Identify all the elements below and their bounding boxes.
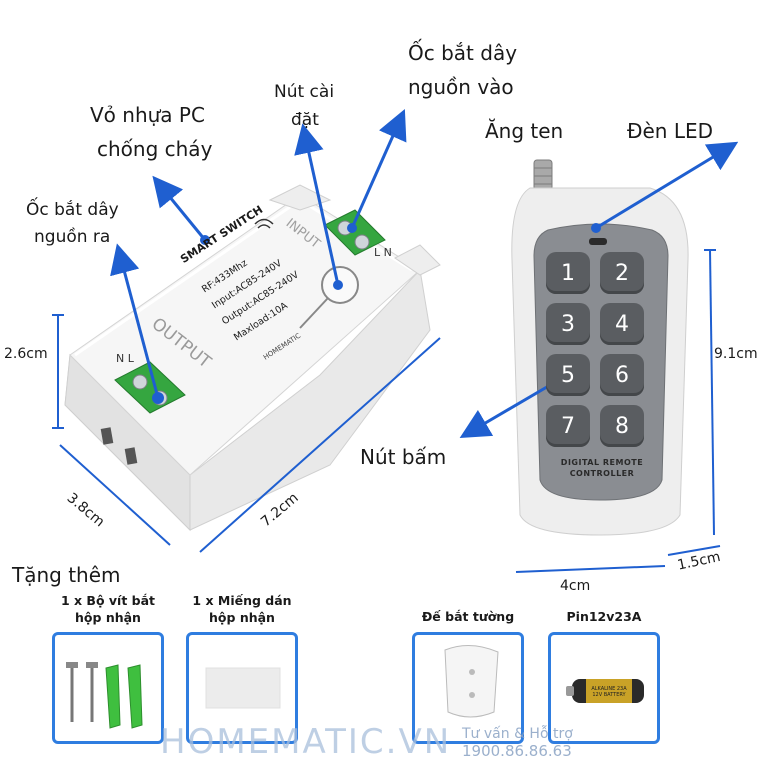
remote-button-3[interactable]: 3 — [546, 303, 590, 345]
callout-arrows — [110, 109, 739, 439]
label-out-terminal-2: nguồn ra — [34, 227, 111, 247]
remote-button-5[interactable]: 5 — [546, 354, 590, 396]
label-setup-button-2: đặt — [291, 110, 319, 130]
label-antenna: Ăng ten — [485, 119, 564, 143]
remote-button-1[interactable]: 1 — [546, 252, 590, 294]
gifts-title: Tặng thêm — [12, 563, 121, 587]
remote-caption-2: CONTROLLER — [569, 469, 635, 478]
dim-height: 2.6cm — [4, 346, 48, 362]
label-button: Nút bấm — [360, 445, 447, 469]
terminal-in-label: L N — [374, 246, 392, 259]
watermark-phone: 1900.86.86.63 — [462, 742, 572, 760]
battery-label: ALKALINE 23A 12V BATTERY — [591, 686, 627, 698]
gift-1-box — [52, 632, 164, 744]
dim-remote-width: 4cm — [560, 578, 591, 594]
gift-3-title: Đế bắt tường — [421, 609, 515, 624]
label-in-terminal-1: Ốc bắt dây — [408, 41, 518, 65]
remote-caption-1: DIGITAL REMOTE — [560, 458, 644, 467]
label-in-terminal-2: nguồn vào — [408, 75, 514, 99]
dim-remote-height: 9.1cm — [714, 346, 758, 362]
remote-button-7[interactable]: 7 — [546, 405, 590, 447]
label-led: Đèn LED — [627, 119, 714, 143]
label-out-terminal-1: Ốc bắt dây — [26, 200, 119, 220]
watermark-support: Tư vấn & Hỗ trợ — [462, 726, 573, 742]
gift-4-title: Pin12v23A — [566, 609, 642, 624]
remote-button-2[interactable]: 2 — [600, 252, 644, 294]
dimension-lines — [52, 249, 721, 573]
watermark-brand: HOMEMATIC.VN — [160, 722, 452, 762]
label-housing-2: chống cháy — [97, 137, 213, 161]
remote-button-6[interactable]: 6 — [600, 354, 644, 396]
remote-controller — [511, 159, 689, 536]
remote-button-8[interactable]: 8 — [600, 405, 644, 447]
label-housing-1: Vỏ nhựa PC — [90, 103, 205, 127]
label-setup-button-1: Nút cài — [274, 82, 335, 102]
terminal-out-label: N L — [116, 352, 134, 365]
remote-button-4[interactable]: 4 — [600, 303, 644, 345]
